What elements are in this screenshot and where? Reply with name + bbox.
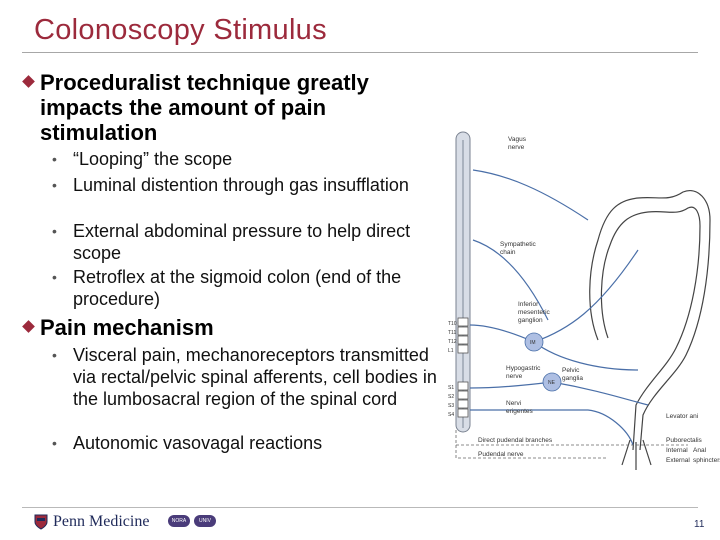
label-s1: S1 (448, 385, 454, 391)
label-external: External (666, 457, 690, 464)
shield-icon (34, 514, 48, 530)
sub-bullet-text: External abdominal pressure to help dire… (73, 221, 411, 263)
sub-bullet-text: “Looping” the scope (73, 149, 233, 169)
label-nervi: Nervi (506, 400, 521, 407)
inferior-mesenteric-ganglion-icon (524, 332, 544, 352)
label-vagus-nerve: nerve (508, 144, 525, 151)
label-pudendal: Pudendal nerve (478, 451, 524, 458)
spinal-column (455, 131, 471, 433)
label-ganglion-ne: NE (548, 380, 556, 386)
bullet-dot-icon: • (52, 269, 57, 285)
label-inferior: Inferior (518, 301, 539, 308)
label-pelvic: Pelvic (562, 367, 580, 374)
penn-medicine-logo: Penn Medicine (34, 513, 149, 531)
footer-divider (22, 507, 698, 508)
label-ganglion-im: IM (530, 340, 536, 346)
bullet-dot-icon: • (52, 347, 57, 363)
sub-bullet: • Luminal distention through gas insuffl… (52, 174, 442, 196)
badge: NORA (168, 515, 190, 527)
bullet-dot-icon: • (52, 435, 57, 451)
label-hypogastric-nerve: nerve (506, 373, 523, 380)
label-vagus: Vagus (508, 136, 527, 143)
colon-innervation-diagram: Vagus nerve Sympathetic chain Inferior m… (448, 131, 720, 470)
slide-title: Colonoscopy Stimulus (34, 14, 327, 46)
colon-outline (589, 190, 711, 470)
bullet-dot-icon: • (52, 151, 57, 167)
bullet-text: Pain mechanism (40, 315, 214, 340)
bullet-dot-icon: • (52, 223, 57, 239)
affiliation-badges: NORA UNIV (168, 515, 220, 527)
label-hypogastric: Hypogastric (506, 365, 541, 372)
bullet-dot-icon: • (52, 177, 57, 193)
label-t11: T11 (448, 330, 456, 336)
logo-text: Penn Medicine (53, 513, 150, 530)
label-sphincters: sphincters (693, 457, 720, 464)
nerve-pathways (469, 169, 649, 446)
sub-bullet: • “Looping” the scope (52, 148, 442, 170)
label-anal: Anal (693, 447, 707, 454)
label-puborectalis: Puborectalis (666, 437, 703, 444)
sub-bullet: • Visceral pain, mechanoreceptors transm… (52, 344, 442, 410)
label-s2: S2 (448, 394, 454, 400)
sub-bullet: • Retroflex at the sigmoid colon (end of… (52, 266, 442, 310)
title-divider (22, 52, 698, 53)
label-ganglion: ganglion (518, 317, 543, 324)
sub-bullet: • Autonomic vasovagal reactions (52, 432, 442, 454)
label-l1: L1 (448, 348, 454, 354)
label-levator: Levator ani (666, 413, 698, 420)
sub-bullet-text: Luminal distention through gas insufflat… (73, 175, 409, 195)
sub-bullet: • External abdominal pressure to help di… (52, 220, 442, 264)
bullet-text: Proceduralist technique greatly impacts … (40, 70, 369, 145)
sub-bullet-text: Retroflex at the sigmoid colon (end of t… (73, 267, 402, 309)
badge: UNIV (194, 515, 216, 527)
label-mesenteric: mesenteric (518, 309, 551, 316)
label-erigentes: erigentes (506, 408, 533, 415)
label-internal: Internal (666, 447, 688, 454)
pudendal-bracket (455, 430, 688, 459)
label-ganglia: ganglia (562, 375, 583, 382)
label-s4: S4 (448, 412, 454, 418)
bullet-technique: Proceduralist technique greatly impacts … (22, 70, 442, 145)
label-chain: chain (500, 249, 516, 256)
label-sympathetic: Sympathetic (500, 241, 537, 248)
bullet-pain-mechanism: Pain mechanism (22, 315, 442, 340)
sub-bullet-text: Visceral pain, mechanoreceptors transmit… (73, 345, 437, 409)
label-s3: S3 (448, 403, 454, 409)
label-direct-branches: Direct pudendal branches (478, 437, 553, 444)
page-number: 11 (694, 519, 705, 530)
label-t10: T10 (448, 321, 457, 327)
label-t12: T12 (448, 339, 457, 345)
sub-bullet-text: Autonomic vasovagal reactions (73, 433, 323, 453)
pelvic-ganglion-icon (542, 372, 562, 392)
